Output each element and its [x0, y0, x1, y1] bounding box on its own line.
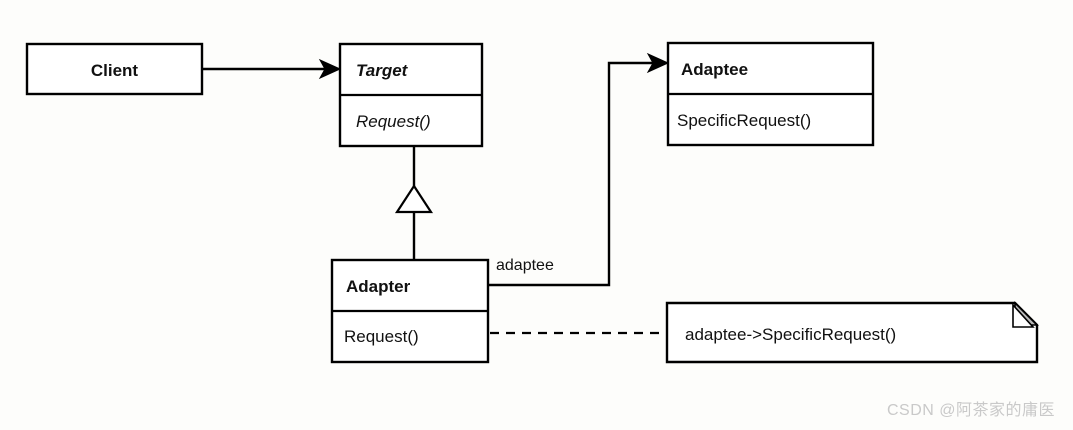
- adapter-class-name: Adapter: [346, 277, 411, 296]
- relation-adapter-to-target[interactable]: [394, 146, 434, 260]
- generalization-triangle-icon: [394, 183, 434, 214]
- arrowhead-icon-adapter-adaptee: [646, 52, 670, 74]
- note-fold-flap-icon: [1012, 302, 1035, 328]
- relation-client-to-target[interactable]: [202, 58, 342, 80]
- note-box[interactable]: adaptee->SpecificRequest(): [665, 301, 1039, 364]
- client-class-name: Client: [91, 61, 139, 80]
- target-operation-request: Request(): [356, 112, 431, 131]
- relation-request-to-note[interactable]: [459, 325, 665, 341]
- relation-adapter-to-adaptee[interactable]: [488, 52, 670, 287]
- adapter-operation-request: Request(): [344, 327, 419, 346]
- association-role-label-adaptee: adaptee: [496, 257, 554, 274]
- class-box-adaptee[interactable]: Adaptee SpecificRequest(): [666, 41, 875, 147]
- arrowhead-icon-client-target: [318, 58, 342, 80]
- target-class-name: Target: [356, 61, 409, 80]
- client-box-outline: [25, 42, 204, 96]
- class-box-target[interactable]: Target Request(): [338, 42, 484, 148]
- adaptee-class-name: Adaptee: [681, 60, 748, 79]
- class-box-client[interactable]: Client: [25, 42, 204, 96]
- association-line-adapter-adaptee: [488, 61, 662, 287]
- adaptee-operation-specific-request: SpecificRequest(): [677, 111, 811, 130]
- class-box-adapter[interactable]: Adapter Request(): [330, 258, 490, 364]
- note-box-outline: [665, 301, 1039, 364]
- watermark-label: CSDN @阿茶家的庸医: [886, 402, 1055, 419]
- note-text: adaptee->SpecificRequest(): [685, 325, 896, 344]
